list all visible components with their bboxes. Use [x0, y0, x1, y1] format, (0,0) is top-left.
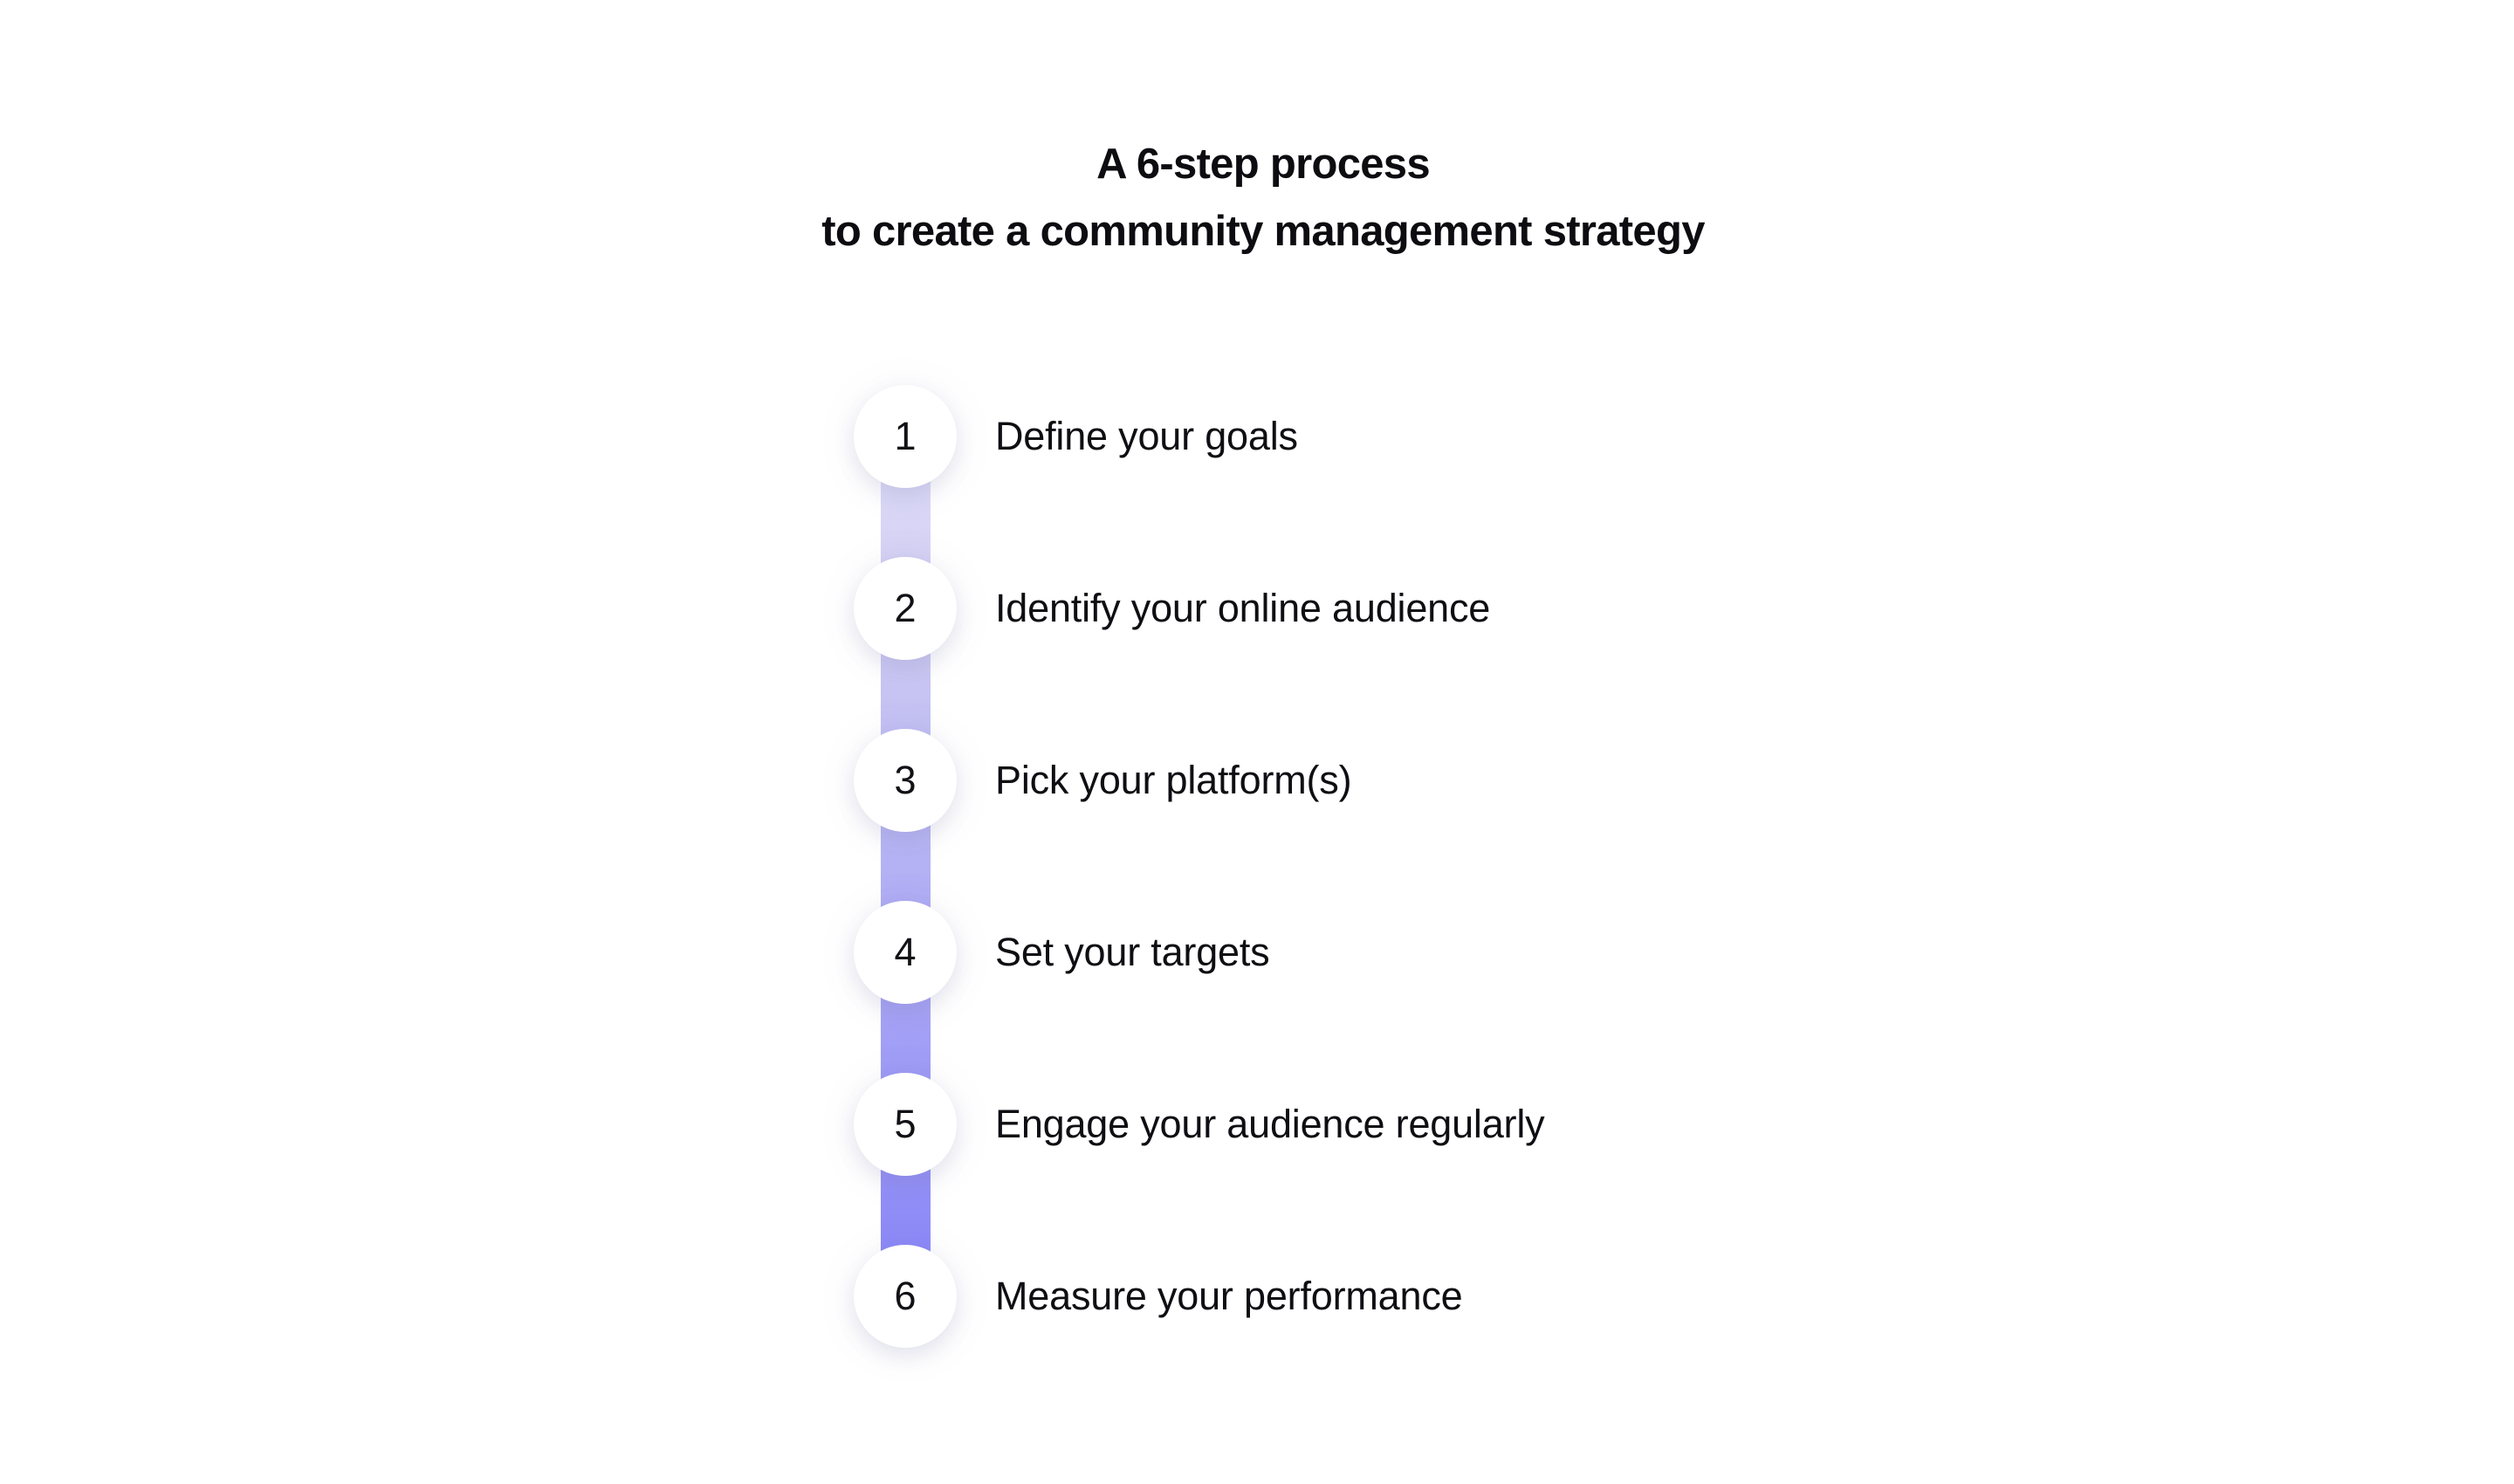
step-item-6[interactable]: 6 Measure your performance [854, 1245, 2076, 1348]
step-marker-1[interactable]: 1 [854, 385, 957, 488]
step-list: 1 Define your goals 2 Identify your onli… [854, 385, 2076, 1350]
step-marker-6[interactable]: 6 [854, 1245, 957, 1348]
step-label-3: Pick your platform(s) [995, 758, 1352, 802]
step-number-4: 4 [894, 929, 917, 974]
step-label-6: Measure your performance [995, 1274, 1463, 1318]
step-number-6: 6 [894, 1273, 917, 1318]
title-line-1: A 6-step process [1096, 141, 1431, 188]
step-label-2: Identify your online audience [995, 586, 1491, 630]
step-item-1[interactable]: 1 Define your goals [854, 385, 2076, 488]
title-line-2: to create a community management strateg… [821, 208, 1705, 255]
step-number-5: 5 [894, 1101, 917, 1146]
step-item-5[interactable]: 5 Engage your audience regularly [854, 1073, 2076, 1176]
step-item-3[interactable]: 3 Pick your platform(s) [854, 729, 2076, 832]
step-item-2[interactable]: 2 Identify your online audience [854, 557, 2076, 660]
step-number-3: 3 [894, 757, 917, 802]
step-item-4[interactable]: 4 Set your targets [854, 901, 2076, 1004]
step-label-5: Engage your audience regularly [995, 1102, 1545, 1146]
step-marker-2[interactable]: 2 [854, 557, 957, 660]
step-number-2: 2 [894, 585, 917, 630]
page-title: A 6-step process to create a community m… [0, 131, 2514, 265]
step-marker-5[interactable]: 5 [854, 1073, 957, 1176]
step-number-1: 1 [894, 413, 917, 458]
step-label-1: Define your goals [995, 414, 1298, 458]
step-label-4: Set your targets [995, 930, 1270, 974]
step-marker-3[interactable]: 3 [854, 729, 957, 832]
step-marker-4[interactable]: 4 [854, 901, 957, 1004]
